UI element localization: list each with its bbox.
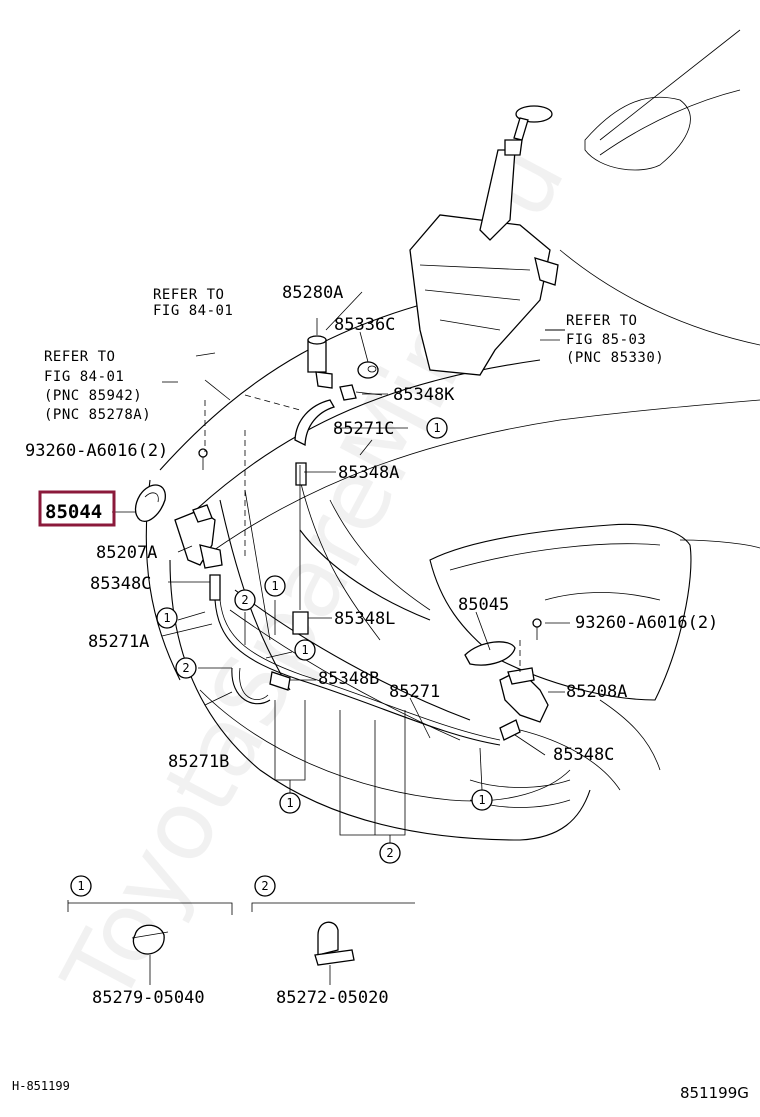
label-93260-left: 93260-A6016(2) [25,441,168,461]
svg-text:1: 1 [286,796,293,810]
svg-text:1: 1 [163,611,170,625]
clip-detail-85272 [251,902,415,985]
guide-lines [204,394,521,672]
footer-right-code: 851199G [680,1084,749,1102]
label-85208A: 85208A [566,682,627,702]
hose-network [214,465,501,746]
connector-85348K [339,384,383,401]
car-body-outline [145,29,760,841]
ref2-line2: FIG 84-01 [44,369,124,385]
label-85272-05020: 85272-05020 [276,988,389,1008]
callout-2-legend: 2 [254,875,276,897]
svg-text:1: 1 [478,793,485,807]
callout-2-b: 2 [175,657,197,679]
callout-1-b: 1 [264,575,286,597]
svg-text:1: 1 [433,421,440,435]
highlight-85044 [38,490,116,527]
label-85044: 85044 [45,501,102,523]
nozzle-85208A [499,667,549,723]
grommet-85336C [357,361,379,379]
nozzle-85207A [174,504,223,569]
label-85271C: 85271C [333,419,394,439]
cap-85044 [134,484,166,522]
callout-2-a: 2 [234,589,256,611]
bolt-right [532,618,542,640]
washer-tank [409,105,565,376]
cap-85045 [464,641,516,666]
ref2-line4: (PNC 85278A) [44,407,151,423]
svg-text:2: 2 [261,879,268,893]
ref1-line2: FIG 84-01 [153,303,233,319]
clip-detail-85279 [67,900,233,985]
hose-85271C [294,399,335,447]
svg-text:2: 2 [241,593,248,607]
svg-text:2: 2 [182,661,189,675]
washer-pump [307,318,333,389]
label-85271: 85271 [389,682,440,702]
label-85336C: 85336C [334,315,395,335]
reference-notes: REFER TO FIG 84-01 REFER TO FIG 84-01 (P… [44,287,664,423]
callout-1-f: 1 [471,789,493,811]
connector-85348A [295,462,307,486]
label-85348A: 85348A [338,463,399,483]
label-85348B: 85348B [318,669,379,689]
ref3-line2: FIG 85-03 [566,332,646,348]
label-85207A: 85207A [96,543,157,563]
connector-85348C-left [209,574,221,601]
part-labels: 85280A 85336C 85348K 85271C 85348A 85044… [25,283,718,1008]
callout-1-e: 1 [279,792,301,814]
label-85348C-right: 85348C [553,745,614,765]
connector-85348C-right [499,719,521,741]
callout-markers: 1 1 2 1 1 2 1 1 2 1 2 [70,417,493,897]
ref1-line1: REFER TO [153,287,224,303]
ref3-line1: REFER TO [566,313,637,329]
label-93260-right: 93260-A6016(2) [575,613,718,633]
bolt-left [198,448,208,470]
callout-2-c: 2 [379,842,401,864]
svg-text:2: 2 [386,846,393,860]
callout-1-a: 1 [426,417,448,439]
callout-1-d: 1 [294,639,316,661]
ref2-line3: (PNC 85942) [44,388,142,404]
svg-text:1: 1 [77,879,84,893]
connector-85348L [292,611,309,635]
label-85271A: 85271A [88,632,149,652]
label-85271B: 85271B [168,752,229,772]
svg-text:1: 1 [301,643,308,657]
ref3-line3: (PNC 85330) [566,350,664,366]
leader-lines [112,291,570,848]
label-85279-05040: 85279-05040 [92,988,205,1008]
label-85348C-left: 85348C [90,574,151,594]
ref2-line1: REFER TO [44,349,115,365]
footer-left-code: H-851199 [12,1079,70,1093]
callout-1-legend: 1 [70,875,92,897]
svg-text:1: 1 [271,579,278,593]
connector-85348B [269,671,291,691]
label-85045: 85045 [458,595,509,615]
label-85348L: 85348L [334,609,395,629]
callout-1-c: 1 [156,607,178,629]
label-85348K: 85348K [393,385,455,405]
label-85280A: 85280A [282,283,343,303]
